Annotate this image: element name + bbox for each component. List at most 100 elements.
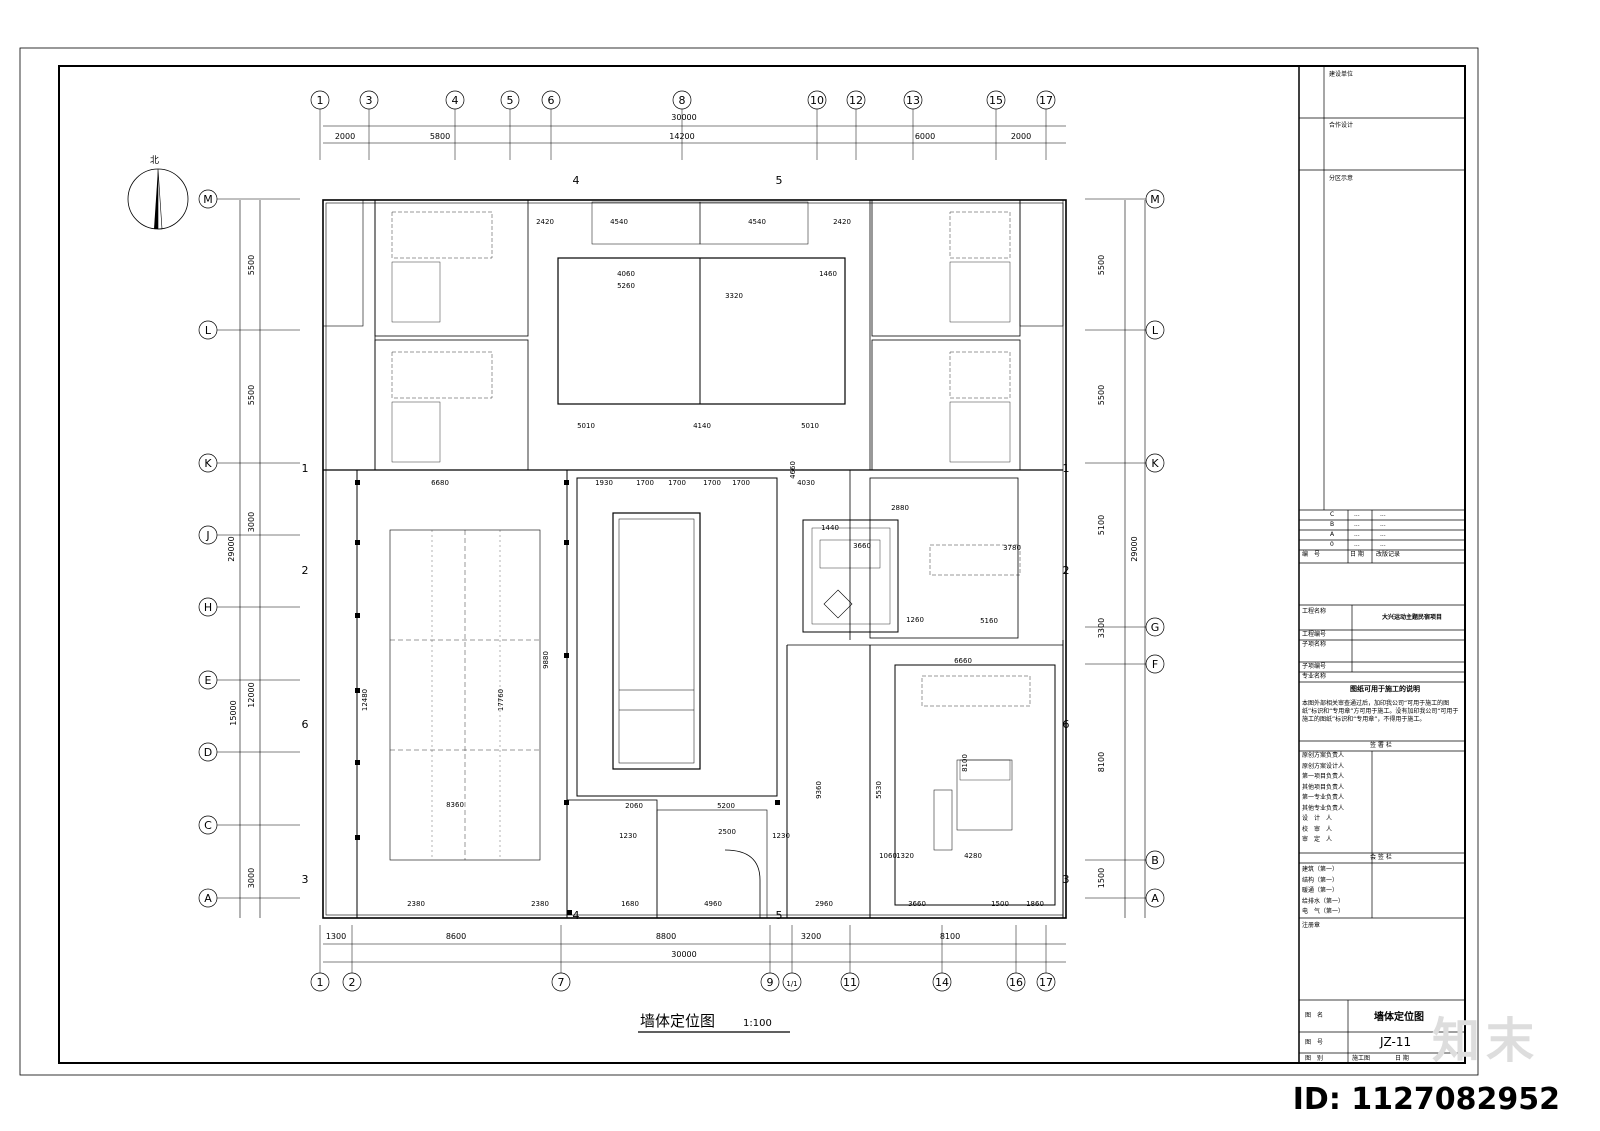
left-axis-A: A [198, 888, 218, 908]
top-dim-0: 2000 [335, 132, 355, 141]
room-dim-6: 3320 [725, 292, 743, 300]
svg-text:17: 17 [1039, 976, 1053, 989]
room-dim-32: 2500 [718, 828, 736, 836]
left-dim-0: 5500 [247, 255, 256, 275]
svg-text:9: 9 [767, 976, 774, 989]
svg-text:1/1: 1/1 [786, 980, 797, 988]
svg-text:A: A [204, 892, 212, 905]
discipline-label: 专业名称 [1302, 673, 1327, 680]
room-dim-33: 1230 [619, 832, 637, 840]
room-dim-2: 4540 [748, 218, 766, 226]
watermark-id: ID: 1127082952 [1292, 1082, 1560, 1117]
room-dim-31: 5200 [717, 802, 735, 810]
right-dim-5: 1500 [1097, 868, 1106, 888]
left-axis-H: H [198, 597, 218, 617]
room-dim-28: 17760 [497, 689, 505, 711]
room-dim-8: 5010 [577, 422, 595, 430]
svg-text:L: L [205, 324, 212, 337]
left-axis-K: K [198, 453, 218, 473]
title-block-lines [1299, 66, 1465, 1063]
sign-rows: 原创方案负责人原创方案设计人第一项目负责人其他项目负责人第一专业负责人其他专业负… [1302, 752, 1344, 847]
svg-text:M: M [203, 193, 213, 206]
room-dim-27: 12480 [361, 689, 369, 711]
room-dim-41: 2380 [531, 900, 549, 908]
section-mark-6: 6 [302, 718, 309, 731]
svg-text:K: K [204, 457, 212, 470]
revision-date: ... [1354, 521, 1360, 528]
revision-row: A...... [1330, 531, 1460, 541]
svg-text:7: 7 [558, 976, 565, 989]
bottom-axis-3: 9 [760, 972, 780, 992]
room-dim-7: 1460 [819, 270, 837, 278]
revision-date: ... [1354, 511, 1360, 518]
project-no-label: 工程编号 [1302, 631, 1327, 638]
room-dim-25: 6660 [954, 657, 972, 665]
svg-text:11: 11 [843, 976, 857, 989]
room-dim-36: 2960 [815, 900, 833, 908]
room-dim-10: 5010 [801, 422, 819, 430]
revision-date: ... [1354, 531, 1360, 538]
bottom-dim-1: 8600 [446, 932, 466, 941]
svg-text:15: 15 [989, 94, 1003, 107]
svg-text:5: 5 [507, 94, 514, 107]
top-dim-3: 6000 [915, 132, 935, 141]
top-axis-8: 8 [672, 90, 692, 110]
room-dim-37: 3660 [908, 900, 926, 908]
right-dim-3: 3300 [1097, 618, 1106, 638]
cosign-row: 结构（第一） [1302, 876, 1339, 884]
room-dim-45: 8100 [961, 754, 969, 772]
room-dim-43: 9360 [815, 781, 823, 799]
room-dim-1: 4540 [610, 218, 628, 226]
project-name: 大兴运动主题民宿项目 [1382, 614, 1443, 621]
room-dim-21: 3660 [853, 542, 871, 550]
room-dim-13: 6680 [431, 479, 449, 487]
sign-row: 校 审 人 [1302, 825, 1333, 833]
top-axis-3: 3 [359, 90, 379, 110]
bottom-axis-4: 1/1 [782, 972, 802, 992]
bottom-axis-5: 11 [840, 972, 860, 992]
sign-row: 其他专业负责人 [1302, 804, 1345, 812]
bottom-dim-4: 8100 [940, 932, 960, 941]
revision-row: 0...... [1330, 541, 1460, 551]
svg-text:4: 4 [452, 94, 459, 107]
svg-text:K: K [1151, 457, 1159, 470]
room-dim-26: 8360 [446, 801, 464, 809]
room-dim-16: 1700 [668, 479, 686, 487]
room-dim-30: 2060 [625, 802, 643, 810]
svg-text:1: 1 [317, 94, 324, 107]
svg-text:3: 3 [366, 94, 373, 107]
sign-row: 设 计 人 [1302, 815, 1333, 822]
bottom-axis-0: 1 [310, 972, 330, 992]
revision-header-cell: 改版记录 [1376, 551, 1401, 558]
top-axis-5: 5 [500, 90, 520, 110]
section-mark-end-2: 1 [1063, 462, 1070, 475]
top-axis-6: 6 [541, 90, 561, 110]
section-mark-3: 3 [302, 873, 309, 886]
room-dim-11: 4660 [789, 461, 797, 479]
right-dim-2: 5100 [1097, 515, 1106, 535]
svg-text:G: G [1151, 621, 1160, 634]
right-dim-0: 5500 [1097, 255, 1106, 275]
revision-header: 编 号日 期改版记录 [1302, 551, 1460, 559]
room-dim-47: 1320 [896, 852, 914, 860]
svg-text:F: F [1152, 658, 1158, 671]
svg-text:14: 14 [935, 976, 949, 989]
right-dim-4: 8100 [1097, 752, 1106, 772]
top-axis-4: 4 [445, 90, 465, 110]
revision-note: ... [1380, 541, 1386, 548]
top-axis-1: 1 [310, 90, 330, 110]
top-axis-12: 12 [846, 90, 866, 110]
left-axis-E: E [198, 670, 218, 690]
bottom-axis-6: 14 [932, 972, 952, 992]
room-dim-0: 2420 [536, 218, 554, 226]
top-axis-13: 13 [903, 90, 923, 110]
inner-frame [58, 65, 1466, 1064]
sign-row: 原创方案设计人 [1302, 762, 1345, 770]
room-dim-17: 1700 [703, 479, 721, 487]
revision-no: 0 [1330, 541, 1334, 548]
outer-frame [19, 47, 1479, 1076]
top-axis-15: 15 [986, 90, 1006, 110]
